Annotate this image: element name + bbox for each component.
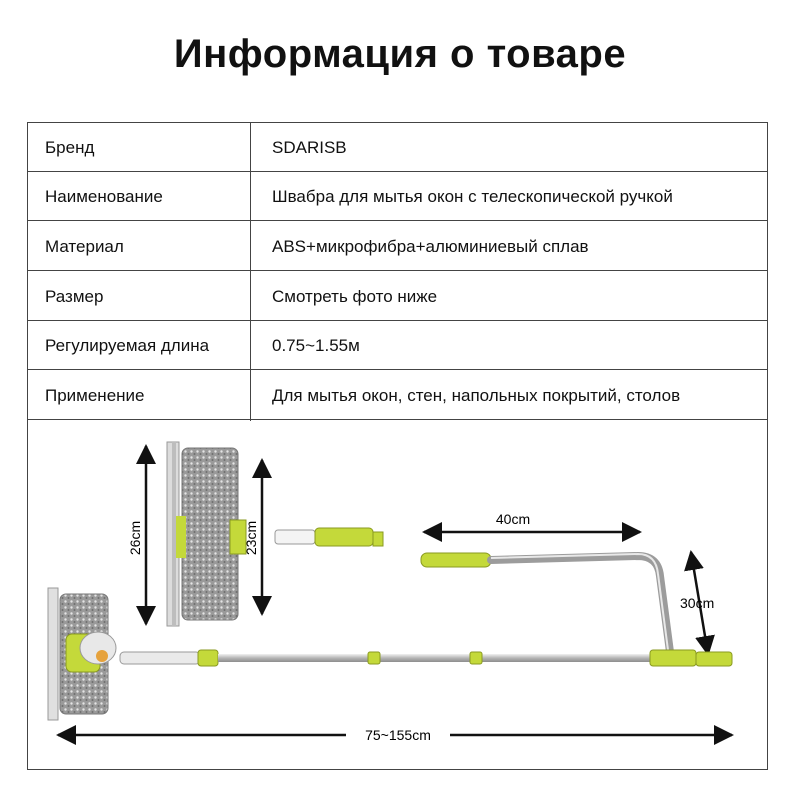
brand-label: Бренд (45, 138, 95, 157)
table-row: Бренд SDARISB (28, 123, 767, 172)
usage-value: Для мытья окон, стен, напольных покрытий… (272, 386, 681, 405)
brand-value: SDARISB (272, 138, 347, 157)
page-title: Информация о товаре (173, 32, 627, 76)
material-label: Материал (45, 237, 124, 256)
pad-height-label: 23cm (243, 521, 259, 555)
full-mop (47, 587, 733, 721)
product-diagram: 26cm 23cm 40cm 30cm (27, 420, 768, 770)
handle-connector-closeup (274, 527, 384, 547)
length-value: 0.75~1.55м (272, 336, 360, 355)
bent-drop-arrow (684, 550, 715, 656)
table-row: Регулируемая длина 0.75~1.55м (28, 321, 767, 370)
table-row: Материал ABS+микрофибра+алюминиевый спла… (28, 222, 767, 271)
spec-table: Бренд SDARISB Наименование Швабра для мы… (27, 122, 768, 421)
table-row: Наименование Швабра для мытья окон с тел… (28, 172, 767, 221)
usage-label: Применение (45, 386, 145, 405)
material-value: ABS+микрофибра+алюминиевый сплав (272, 237, 589, 256)
total-length-label-bg (346, 725, 450, 745)
name-label: Наименование (45, 187, 163, 206)
bent-drop-label: 30cm (680, 595, 714, 611)
bent-top-label: 40cm (496, 511, 530, 527)
length-label: Регулируемая длина (45, 336, 210, 355)
column-divider (250, 123, 251, 421)
total-length-label: 75~155cm (365, 727, 431, 743)
product-illustration: 26cm 23cm 40cm 30cm (47, 441, 734, 745)
mop-head-closeup (166, 441, 247, 627)
table-row: Применение Для мытья окон, стен, напольн… (28, 371, 767, 420)
name-value: Швабра для мытья окон с телескопической … (272, 187, 673, 206)
size-value: Смотреть фото ниже (272, 287, 438, 306)
squeegee-height-label: 26cm (127, 521, 143, 555)
table-row: Размер Смотреть фото ниже (28, 272, 767, 321)
bent-handle (420, 551, 674, 656)
size-label: Размер (45, 287, 104, 306)
